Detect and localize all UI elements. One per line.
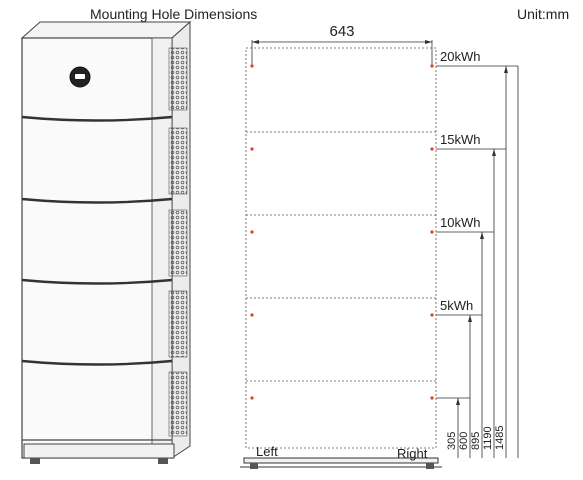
mounting-holes [250,64,434,400]
vent-grilles [168,47,188,437]
height-label-1485: 1485 [494,426,506,450]
mounting-hole [430,313,434,317]
height-dimension-lines [457,66,519,458]
width-dimension-label: 643 [329,23,354,40]
height-label-305: 305 [446,432,458,450]
module-separators [21,115,173,441]
mounting-hole [250,396,254,400]
capacity-label-20kwh: 20kWh [440,49,480,64]
mounting-hole [250,147,254,151]
mounting-hole [250,230,254,234]
mounting-hole [430,147,434,151]
diagram-title: Mounting Hole Dimensions [90,6,258,22]
height-label-895: 895 [470,432,482,450]
base-stand [243,457,439,464]
capacity-label-10kwh: 10kWh [440,215,480,230]
capacity-label-15kwh: 15kWh [440,132,480,147]
unit-label: Unit:mm [517,6,570,22]
height-label-600: 600 [458,432,470,450]
mounting-hole [430,64,434,68]
height-label-1190: 1190 [482,426,494,450]
wall-outline [245,47,437,449]
left-side-label: Left [256,444,278,459]
mounting-hole [250,313,254,317]
capacity-label-5kwh: 5kWh [440,298,473,313]
mounting-hole [430,396,434,400]
mounting-hole [430,230,434,234]
mounting-hole [250,64,254,68]
power-indicator-icon [69,66,91,88]
right-side-label: Right [397,446,428,461]
